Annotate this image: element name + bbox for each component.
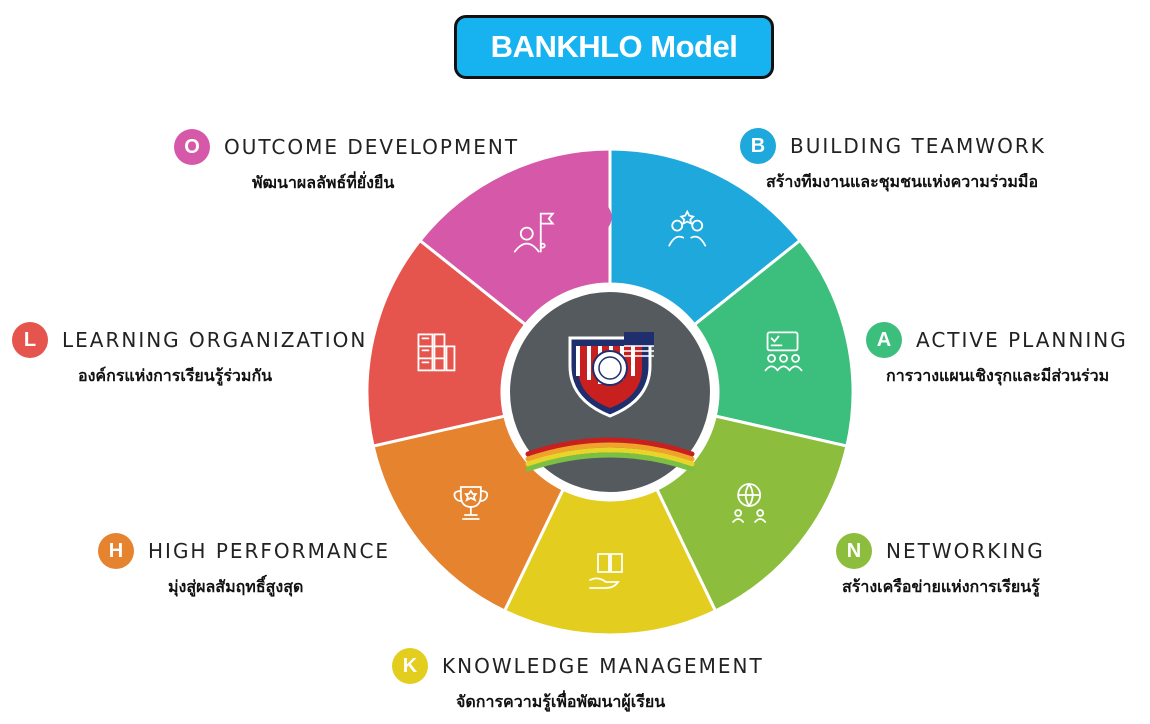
label-thai: สร้างทีมงานและชุมชนแห่งความร่วมมือ	[766, 172, 1039, 191]
rainbow-arc	[525, 437, 695, 457]
label-english: BUILDING TEAMWORK	[790, 134, 1046, 158]
puzzle-knob	[720, 254, 755, 289]
bookshelf-icon	[417, 333, 456, 372]
badge-b: B	[740, 128, 776, 164]
badge-o: O	[174, 129, 210, 165]
label-building-teamwork: B BUILDING TEAMWORK สร้างทีมงานและชุมชนแ…	[740, 128, 1046, 195]
badge-k: K	[392, 648, 428, 684]
label-english: OUTCOME DEVELOPMENT	[224, 135, 520, 159]
book-hand-icon	[589, 553, 623, 589]
label-networking: N NETWORKING สร้างเครือข่ายแห่งการเรียนร…	[836, 533, 1045, 600]
globe-network-icon	[732, 483, 767, 523]
label-thai: พัฒนาผลลัพธ์ที่ยั่งยืน	[252, 173, 395, 192]
puzzle-knob	[577, 200, 612, 235]
rainbow-arc	[525, 452, 695, 472]
puzzle-segment-l	[365, 238, 528, 448]
label-learning-organization: L LEARNING ORGANIZATION องค์กรแห่งการเรี…	[12, 322, 367, 389]
label-thai: สร้างเครือข่ายแห่งการเรียนรู้	[842, 577, 1040, 596]
badge-a: A	[866, 322, 902, 358]
puzzle-segment-a	[692, 238, 855, 448]
label-knowledge-management: K KNOWLEDGE MANAGEMENT จัดการความรู้เพื่…	[392, 648, 764, 715]
label-english: KNOWLEDGE MANAGEMENT	[442, 654, 764, 678]
label-thai: การวางแผนเชิงรุกและมีส่วนร่วม	[886, 366, 1110, 385]
label-english: LEARNING ORGANIZATION	[62, 328, 368, 352]
trophy-icon	[453, 486, 489, 520]
flag-person-icon	[513, 212, 555, 253]
puzzle-segment-b	[608, 147, 803, 327]
diagram-title: BANKHLO Model	[490, 29, 738, 64]
teamwork-icon	[668, 209, 707, 247]
badge-l: L	[12, 322, 48, 358]
school-shield-logo-icon	[568, 332, 654, 418]
label-english: HIGH PERFORMANCE	[148, 539, 391, 563]
puzzle-knob	[425, 428, 460, 463]
puzzle-segment-h	[371, 414, 566, 613]
puzzle-knob	[530, 539, 565, 574]
label-english: NETWORKING	[886, 539, 1045, 563]
badge-h: H	[98, 533, 134, 569]
label-active-planning: A ACTIVE PLANNING การวางแผนเชิงรุกและมีส…	[866, 322, 1128, 389]
rainbow-arc	[525, 447, 695, 467]
puzzle-knob	[446, 277, 481, 312]
label-outcome-development: O OUTCOME DEVELOPMENT พัฒนาผลลัพธ์ที่ยั่…	[174, 129, 519, 196]
rainbow-arc	[525, 442, 695, 462]
puzzle-knob	[682, 525, 717, 560]
label-english: ACTIVE PLANNING	[916, 328, 1128, 352]
puzzle-knob	[766, 398, 801, 433]
label-thai: มุ่งสู่ผลสัมฤทธิ์สูงสุด	[168, 577, 304, 596]
badge-n: N	[836, 533, 872, 569]
title-banner: BANKHLO Model	[454, 15, 774, 79]
label-thai: จัดการความรู้เพื่อพัฒนาผู้เรียน	[456, 692, 666, 711]
puzzle-segment-o	[417, 147, 612, 327]
label-thai: องค์กรแห่งการเรียนรู้ร่วมกัน	[78, 366, 273, 385]
puzzle-segment-n	[654, 414, 849, 613]
label-high-performance: H HIGH PERFORMANCE มุ่งสู่ผลสัมฤทธิ์สูงส…	[98, 533, 390, 600]
planning-icon	[764, 331, 803, 372]
puzzle-segment-k	[502, 487, 718, 637]
